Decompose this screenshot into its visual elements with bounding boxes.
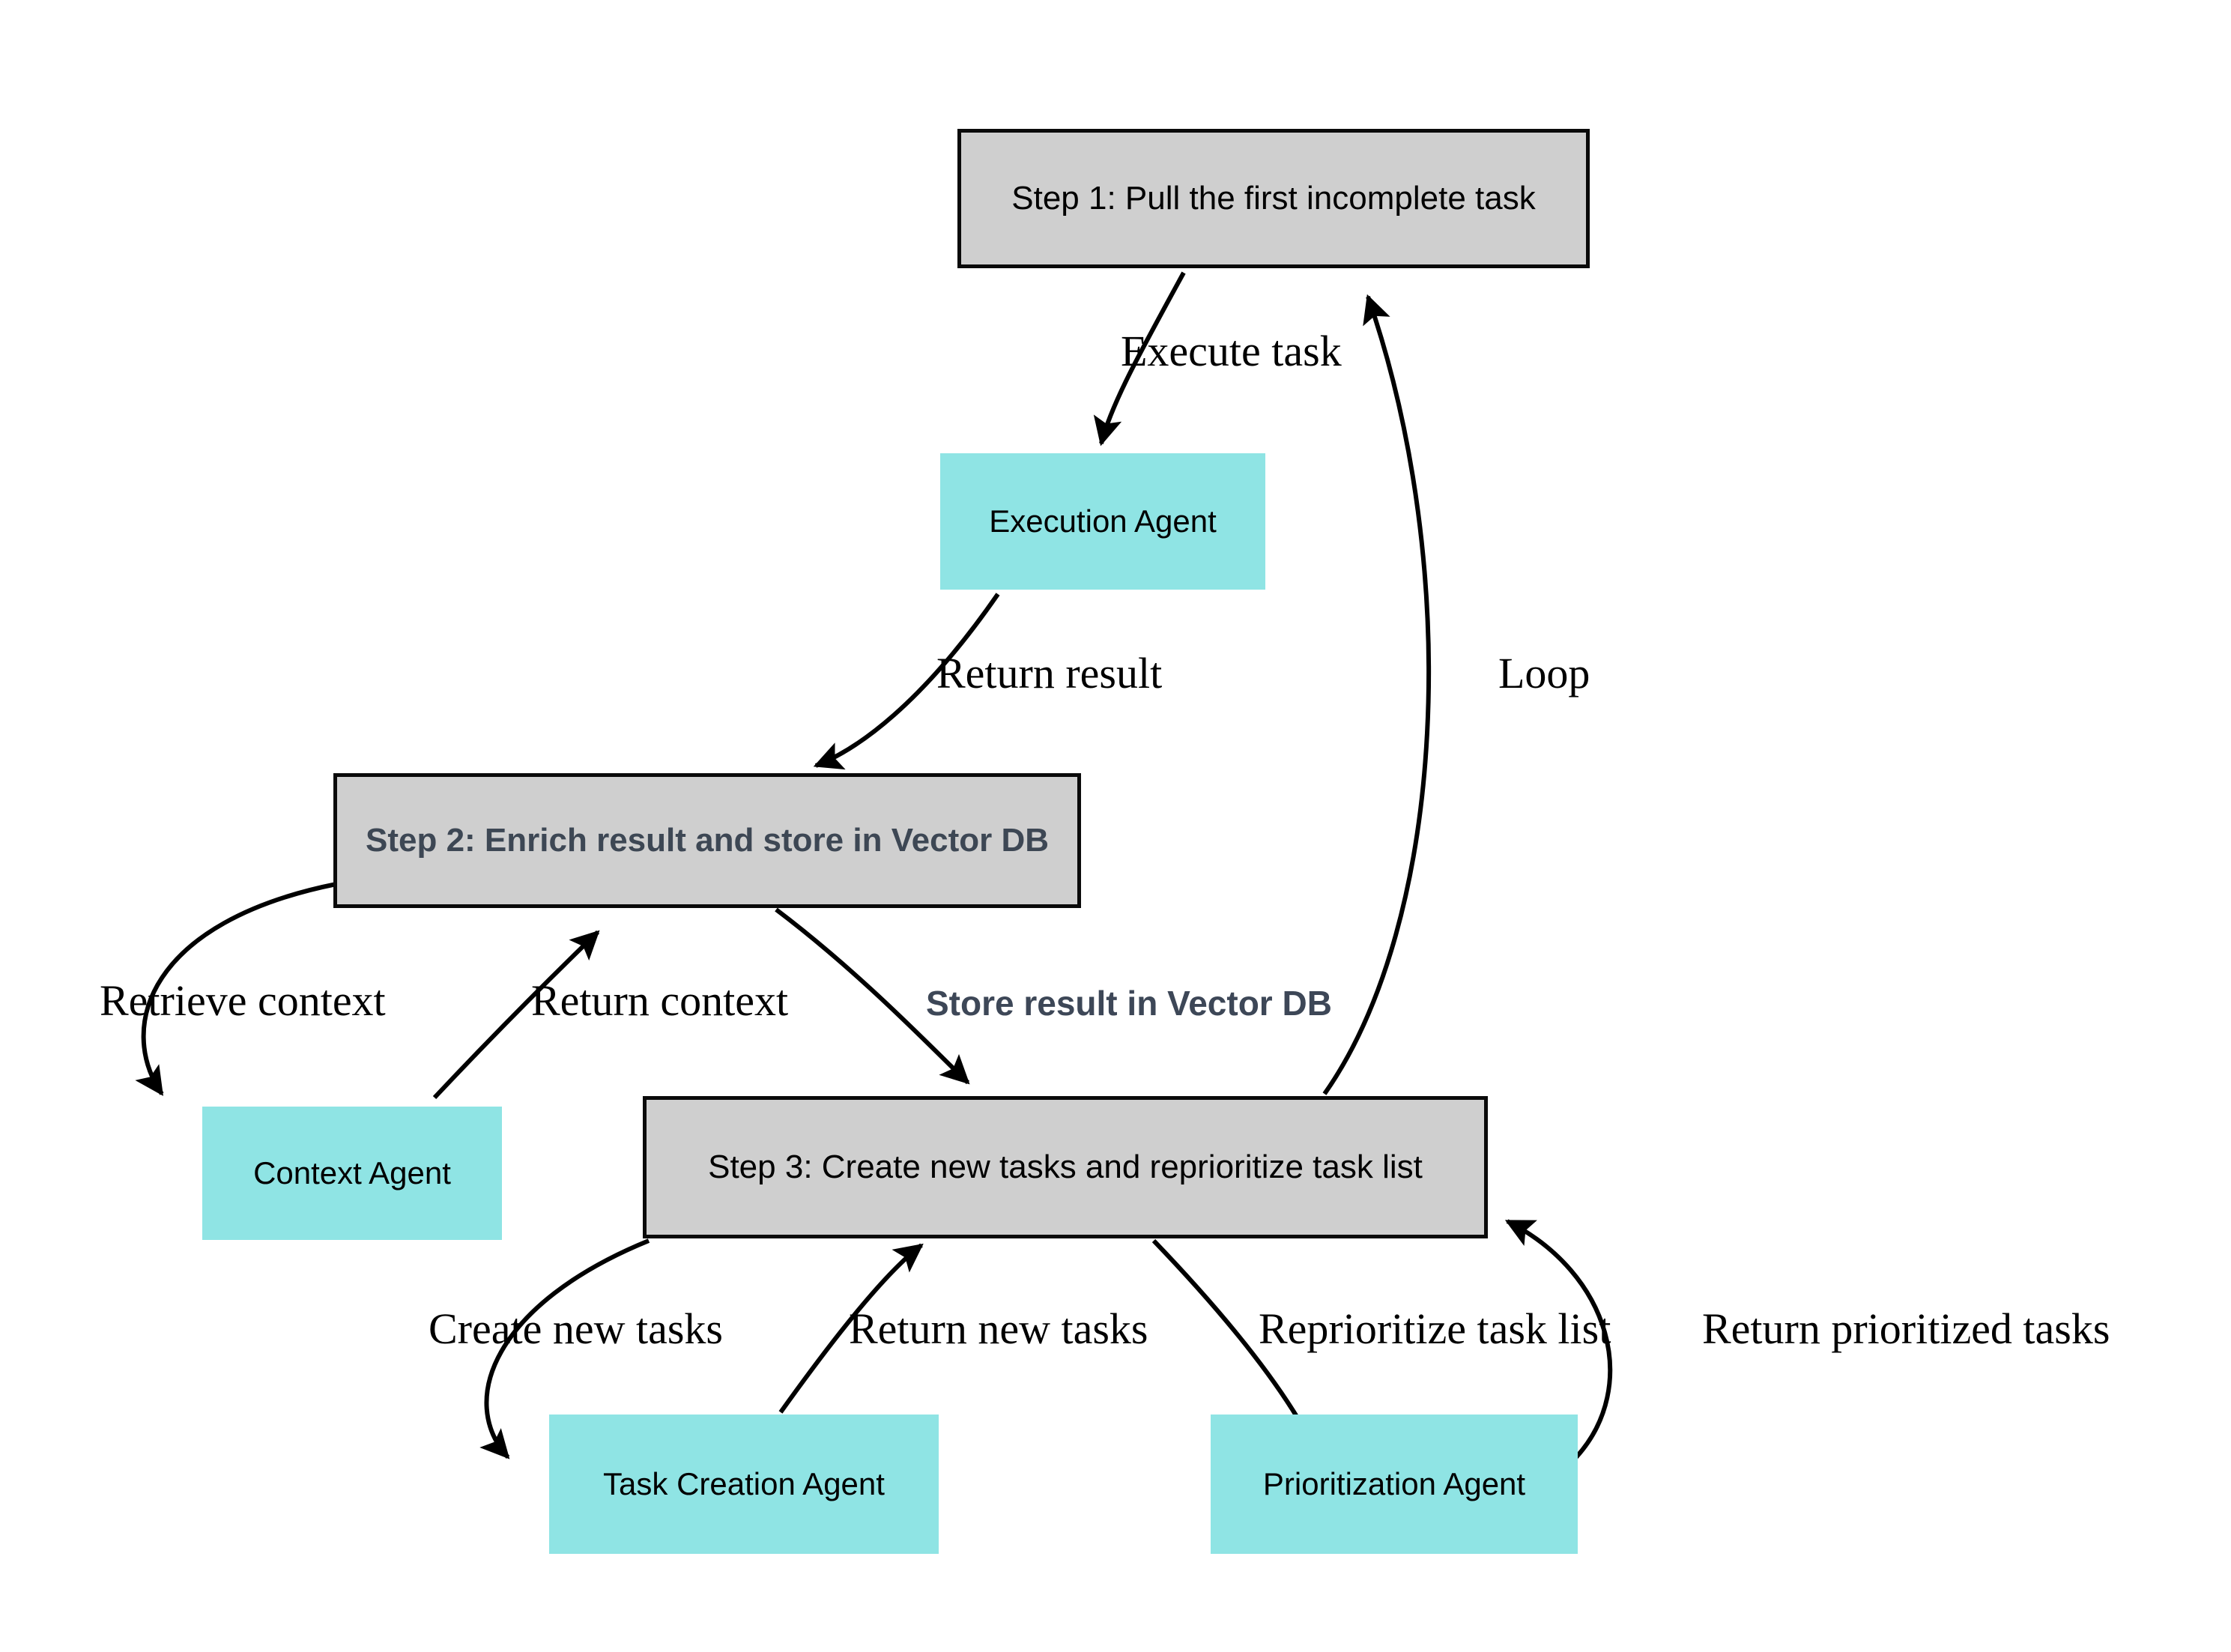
node-context_agent[interactable]: Context Agent [202,1107,502,1240]
node-label: Step 1: Pull the first incomplete task [1011,179,1536,217]
node-task_creation_agent[interactable]: Task Creation Agent [549,1415,939,1554]
node-step3[interactable]: Step 3: Create new tasks and reprioritiz… [643,1096,1488,1238]
edge-label-store_result: Store result in Vector DB [926,984,1332,1023]
node-prioritization_agent[interactable]: Prioritization Agent [1211,1415,1578,1554]
node-label: Task Creation Agent [603,1465,885,1501]
edge-execute_task [1093,271,1186,447]
edge-paths [135,271,1613,1459]
edge-return_new_tasks [778,1243,924,1414]
edge-label-return_prioritized_tasks: Return prioritized tasks [1702,1304,2110,1353]
edge-label-reprioritize_task_list: Reprioritize task list [1259,1304,1611,1353]
edge-create_new_tasks [479,1238,650,1459]
edge-store_result [775,907,970,1085]
edge-loop [1322,294,1432,1095]
node-step1[interactable]: Step 1: Pull the first incomplete task [957,129,1590,268]
node-label: Execution Agent [989,503,1217,539]
edge-label-return_result: Return result [936,649,1163,698]
node-label: Prioritization Agent [1262,1465,1526,1501]
node-label: Step 3: Create new tasks and reprioritiz… [708,1148,1423,1185]
edge-label-return_new_tasks: Return new tasks [849,1304,1148,1353]
edge-return_context [432,930,600,1100]
node-step2[interactable]: Step 2: Enrich result and store in Vecto… [333,773,1081,908]
node-label: Step 2: Enrich result and store in Vecto… [366,821,1049,859]
edge-return_prioritized_tasks [1504,1219,1613,1459]
edge-retrieve_context [135,882,337,1096]
edge-return_result [813,593,1000,770]
edge-label-loop: Loop [1498,649,1590,698]
edge-label-create_new_tasks: Create new tasks [429,1304,723,1353]
edge-label-return_context: Return context [531,976,789,1025]
edge-label-retrieve_context: Retrieve context [100,976,386,1025]
edge-label-execute_task: Execute task [1121,327,1342,375]
node-execution_agent[interactable]: Execution Agent [940,453,1265,590]
node-label: Context Agent [253,1155,451,1190]
